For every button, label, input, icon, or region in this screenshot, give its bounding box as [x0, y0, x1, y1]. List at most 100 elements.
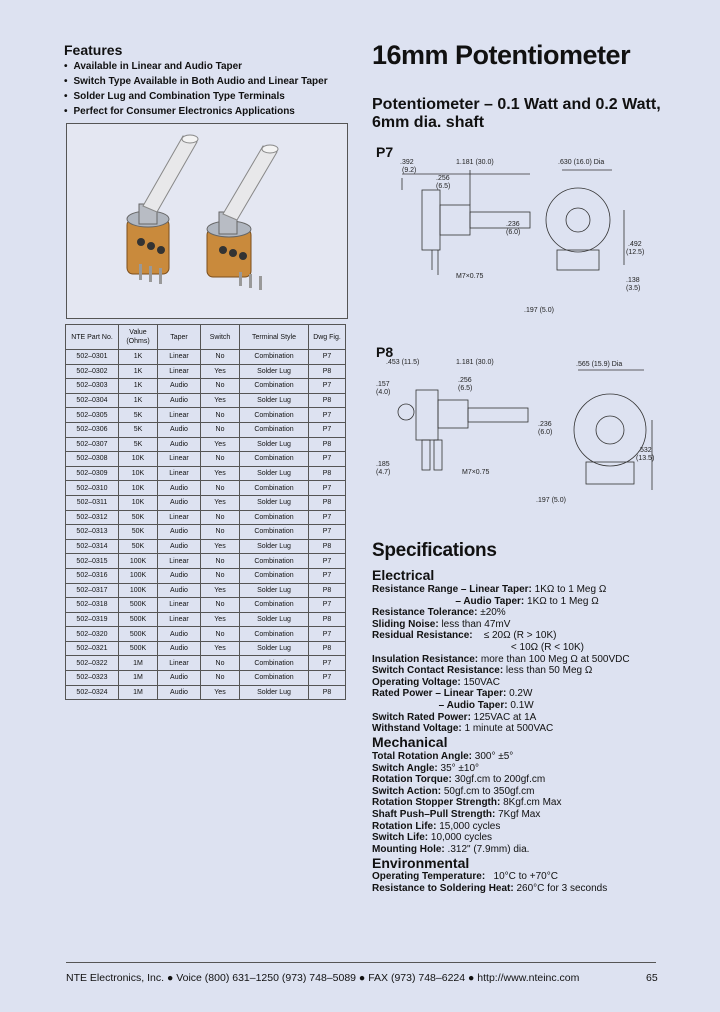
- table-cell: No: [200, 597, 240, 613]
- spec-line: Residual Resistance: ≤ 20Ω (R > 10K): [372, 630, 630, 642]
- table-cell: P8: [308, 363, 346, 380]
- p8-thread: M7×0.75: [462, 469, 490, 476]
- spec-line: Total Rotation Angle: 300° ±5°: [372, 751, 561, 763]
- spec-label: Resistance Range – Linear Taper:: [372, 584, 532, 595]
- p8-dim: (13.5): [636, 455, 654, 462]
- spec-line: Rotation Torque: 30gf.cm to 200gf.cm: [372, 774, 561, 786]
- table-cell: 1K: [118, 349, 158, 365]
- table-cell: P7: [308, 655, 346, 672]
- table-cell: Combination: [239, 597, 309, 613]
- table-cell: 1M: [118, 684, 158, 701]
- table-cell: Combination: [239, 421, 309, 438]
- table-cell: 502–0319: [65, 611, 119, 628]
- spec-line: Switch Life: 10,000 cycles: [372, 832, 561, 844]
- spec-label: Rotation Life:: [372, 820, 437, 832]
- spec-value: less than 50 Meg Ω: [503, 665, 593, 677]
- table-cell: Combination: [239, 553, 309, 569]
- table-cell: Yes: [200, 640, 240, 657]
- spec-line: Resistance Range – Linear Taper: 1KΩ to …: [372, 584, 630, 596]
- table-cell: 502–0308: [65, 451, 119, 467]
- table-cell: 502–0302: [65, 363, 119, 380]
- table-cell: 502–0313: [65, 524, 119, 540]
- table-cell: Combination: [239, 407, 309, 423]
- table-cell: 502–0316: [65, 567, 119, 584]
- table-cell: 502–0306: [65, 421, 119, 438]
- subtitle: Potentiometer – 0.1 Watt and 0.2 Watt, 6…: [372, 96, 661, 132]
- table-cell: Combination: [239, 378, 309, 394]
- table-cell: Audio: [157, 378, 201, 394]
- spec-label: Resistance to Soldering Heat:: [372, 882, 514, 894]
- table-cell: 1K: [118, 378, 158, 394]
- table-cell: Yes: [200, 684, 240, 701]
- table-cell: 5K: [118, 421, 158, 438]
- spec-label: Switch Angle:: [372, 762, 438, 774]
- p7-dim: (6.0): [506, 229, 520, 236]
- table-cell: Linear: [157, 597, 201, 613]
- spec-value: 1KΩ to 1 Meg Ω: [524, 595, 599, 607]
- spec-line: Switch Contact Resistance: less than 50 …: [372, 665, 630, 677]
- table-cell: Solder Lug: [239, 494, 309, 511]
- table-cell: 502–0310: [65, 480, 119, 496]
- product-photo: [66, 123, 348, 319]
- table-cell: P8: [308, 640, 346, 657]
- table-cell: 502–0317: [65, 582, 119, 599]
- table-cell: P8: [308, 582, 346, 599]
- table-cell: 502–0322: [65, 655, 119, 672]
- table-header-row: NTE Part No. Value (Ohms) Taper Switch T…: [65, 324, 346, 350]
- table-cell: 5K: [118, 407, 158, 423]
- p7-dim: .630 (16.0) Dia: [558, 159, 604, 166]
- spec-value: 0.2W: [506, 688, 533, 700]
- table-cell: Combination: [239, 655, 309, 672]
- table-cell: Audio: [157, 640, 201, 657]
- table-cell: 502–0303: [65, 378, 119, 394]
- p7-dim: .236: [506, 221, 520, 228]
- page-number: 65: [646, 972, 658, 984]
- table-cell: Solder Lug: [239, 538, 309, 555]
- p7-dim: (3.5): [626, 285, 640, 292]
- spec-label: Switch Action:: [372, 785, 442, 797]
- feature-item: Solder Lug and Combination Type Terminal…: [64, 89, 328, 104]
- table-cell: Audio: [157, 480, 201, 496]
- table-cell: 50K: [118, 509, 158, 526]
- environmental-heading: Environmental: [372, 855, 470, 871]
- spec-value: 0.1W: [507, 699, 534, 711]
- spec-label: Switch Life:: [372, 832, 429, 844]
- electrical-heading: Electrical: [372, 567, 435, 583]
- p7-dim: (9.2): [402, 167, 416, 174]
- table-cell: Audio: [157, 567, 201, 584]
- spec-line: Mounting Hole: .312" (7.9mm) dia.: [372, 844, 561, 856]
- spec-label: Operating Voltage:: [372, 676, 461, 688]
- table-cell: Solder Lug: [239, 363, 309, 380]
- p8-dim: .185: [376, 461, 390, 468]
- table-cell: No: [200, 670, 240, 686]
- table-cell: No: [200, 553, 240, 569]
- table-cell: P7: [308, 597, 346, 613]
- table-cell: P7: [308, 480, 346, 496]
- p7-dim: (6.5): [436, 183, 450, 190]
- spec-label: Rotation Torque:: [372, 774, 452, 786]
- p7-dim: .392: [400, 159, 414, 166]
- table-cell: Audio: [157, 670, 201, 686]
- table-cell: P8: [308, 538, 346, 555]
- table-cell: 1K: [118, 392, 158, 409]
- spec-line: Switch Action: 50gf.cm to 350gf.cm: [372, 786, 561, 798]
- spec-value: .312" (7.9mm) dia.: [444, 843, 530, 855]
- table-cell: 502–0315: [65, 553, 119, 569]
- spec-line: Insulation Resistance: more than 100 Meg…: [372, 654, 630, 666]
- table-cell: 502–0301: [65, 349, 119, 365]
- table-cell: Audio: [157, 626, 201, 642]
- table-cell: 5K: [118, 436, 158, 453]
- table-cell: Linear: [157, 655, 201, 672]
- p7-thread: M7×0.75: [456, 273, 484, 280]
- col-header: NTE Part No.: [65, 324, 119, 350]
- spec-line: Shaft Push–Pull Strength: 7Kgf Max: [372, 809, 561, 821]
- spec-value: ≤ 20Ω (R > 10K): [472, 630, 557, 642]
- table-cell: No: [200, 480, 240, 496]
- spec-value: 150VAC: [460, 676, 501, 688]
